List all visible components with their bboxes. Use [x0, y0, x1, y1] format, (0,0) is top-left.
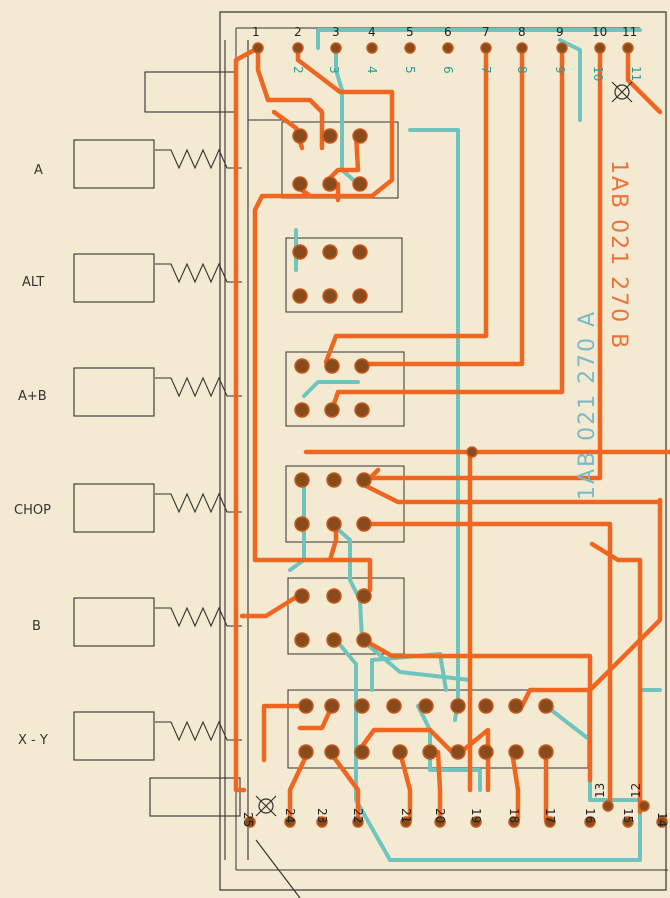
orange-traces — [233, 45, 670, 823]
pin-label: 6 — [444, 25, 452, 39]
label-a: A — [34, 163, 43, 178]
teal-traces — [288, 28, 662, 862]
bottom-pin-numbers: 24 23 22 21 20 19 18 17 16 15 13 12 25 1… — [241, 783, 669, 828]
svg-text:2: 2 — [291, 66, 305, 74]
pin-label: 14 — [655, 812, 669, 827]
pin-label: 22 — [351, 808, 365, 823]
pin-label: 15 — [621, 808, 635, 823]
board-marking: 1AB 021 270 B 1AB 021 270 A — [575, 160, 631, 500]
pin-label: 3 — [332, 25, 340, 39]
pin-label: 19 — [469, 808, 483, 823]
pin-label: 4 — [368, 25, 376, 39]
svg-text:9: 9 — [553, 66, 567, 74]
svg-text:10: 10 — [591, 66, 605, 81]
contact-blocks — [281, 121, 589, 769]
switch-bank — [73, 40, 282, 860]
svg-text:4: 4 — [365, 66, 379, 74]
pad-row-bottom — [244, 800, 668, 828]
pin-label: 17 — [543, 808, 557, 823]
mounting-marks — [255, 81, 633, 898]
pin-label: 21 — [399, 808, 413, 823]
switch-labels: A ALT A+B CHOP B X - Y — [14, 163, 51, 748]
label-x-y: X - Y — [18, 733, 48, 748]
pin-label: 7 — [482, 25, 490, 39]
pad-grid — [292, 128, 554, 760]
svg-text:5: 5 — [403, 66, 417, 74]
board-text-teal: 1AB 021 270 A — [575, 310, 600, 500]
pin-label: 13 — [593, 783, 607, 798]
top-pin-numbers: 1 2 3 4 5 6 7 8 9 10 11 — [252, 25, 637, 39]
pads — [244, 42, 668, 828]
svg-text:8: 8 — [515, 66, 529, 74]
pin-label: 5 — [406, 25, 414, 39]
svg-text:3: 3 — [327, 66, 341, 74]
pin-label: 10 — [592, 25, 607, 39]
pin-label: 24 — [283, 808, 297, 823]
pin-label: 11 — [622, 25, 637, 39]
pin-label: 20 — [433, 808, 447, 823]
board-text-orange: 1AB 021 270 B — [606, 160, 631, 350]
pin-label: 8 — [518, 25, 526, 39]
pin-label: 25 — [241, 812, 255, 827]
pin-label: 9 — [556, 25, 564, 39]
pin-label: 12 — [629, 783, 643, 798]
svg-text:6: 6 — [441, 66, 455, 74]
label-b: B — [32, 619, 41, 634]
teal-pin-numbers: 2 3 4 5 6 7 8 9 10 11 — [291, 66, 643, 81]
label-alt: ALT — [22, 275, 44, 290]
inner-outline — [235, 27, 668, 871]
pad-row-top — [252, 42, 634, 54]
pin-label: 23 — [315, 808, 329, 823]
pin-label: 16 — [583, 808, 597, 823]
pin-label: 1 — [252, 25, 260, 39]
pin-label: 18 — [507, 808, 521, 823]
svg-text:11: 11 — [629, 66, 643, 81]
pin-label: 2 — [294, 25, 302, 39]
svg-text:7: 7 — [479, 66, 493, 74]
label-chop: CHOP — [14, 503, 51, 518]
label-a-plus-b: A+B — [18, 389, 47, 404]
